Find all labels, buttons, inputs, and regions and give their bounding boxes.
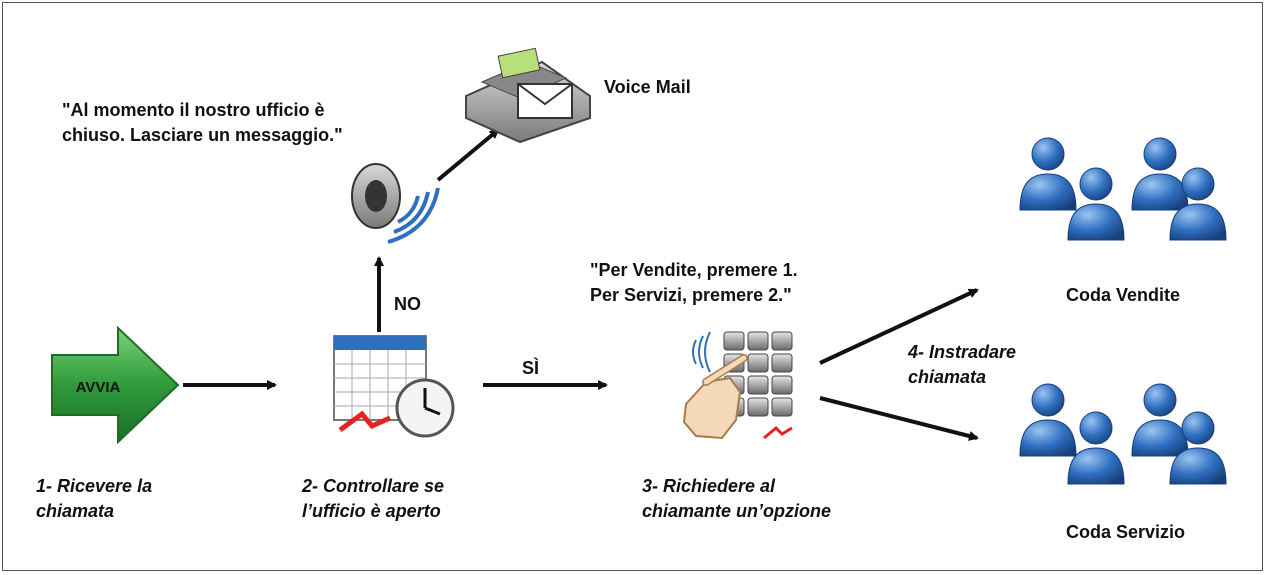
voicemail-label: Voice Mail bbox=[604, 77, 691, 97]
step-1-line1: 1- Ricevere la bbox=[36, 476, 153, 496]
menu-message-line1: "Per Vendite, premere 1. bbox=[590, 260, 798, 280]
menu-message-line2: Per Servizi, premere 2." bbox=[590, 285, 792, 305]
closed-message-line1: "Al momento il nostro ufficio è bbox=[62, 100, 325, 120]
arrow-to-sales bbox=[819, 288, 979, 365]
arrow-to-voicemail bbox=[436, 128, 500, 182]
speaker-icon bbox=[351, 163, 440, 244]
service-team-icon bbox=[1019, 383, 1227, 485]
step-2-line2: l’ufficio è aperto bbox=[302, 501, 441, 521]
step-2-line1: 2- Controllare se bbox=[302, 476, 445, 496]
step-3-label: 3- Richiedere al chiamante un’opzione bbox=[642, 474, 831, 524]
closed-message: "Al momento il nostro ufficio è chiuso. … bbox=[62, 98, 343, 148]
step-3-line1: 3- Richiedere al bbox=[642, 476, 776, 496]
start-arrow-icon[interactable]: AVVIA bbox=[51, 325, 180, 445]
calendar-clock-icon bbox=[333, 335, 455, 438]
keypad-hand-icon bbox=[682, 331, 793, 440]
branch-yes-label: SÌ bbox=[522, 358, 540, 378]
arrow-to-service bbox=[819, 396, 979, 441]
closed-message-line2: chiuso. Lasciare un messaggio." bbox=[62, 125, 343, 145]
step-1-label: 1- Ricevere la chiamata bbox=[36, 474, 152, 524]
sales-team-icon bbox=[1019, 137, 1227, 241]
step-4-line2: chiamata bbox=[908, 367, 987, 387]
queue-sales-label: Coda Vendite bbox=[1066, 285, 1181, 305]
branch-no-label: NO bbox=[394, 294, 421, 314]
queue-service-label: Coda Servizio bbox=[1066, 522, 1186, 542]
voicemail-machine-icon bbox=[465, 47, 591, 144]
menu-message: "Per Vendite, premere 1. Per Servizi, pr… bbox=[590, 258, 798, 308]
step-4-label: 4- Instradare chiamata bbox=[908, 340, 1016, 390]
step-1-line2: chiamata bbox=[36, 501, 115, 521]
step-2-label: 2- Controllare se l’ufficio è aperto bbox=[302, 474, 444, 524]
step-3-line2: chiamante un’opzione bbox=[642, 501, 832, 521]
step-4-line1: 4- Instradare bbox=[908, 342, 1017, 362]
start-label: AVVIA bbox=[76, 379, 121, 396]
